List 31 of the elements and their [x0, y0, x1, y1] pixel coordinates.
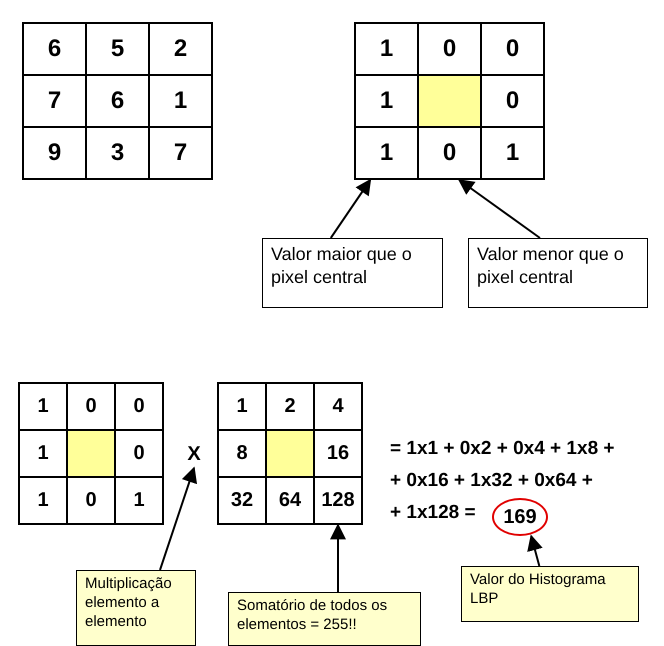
grid-cell: 2	[148, 22, 213, 76]
grid-cell: 1	[354, 22, 419, 76]
leader-arrow	[330, 523, 346, 592]
grid-cell: 1	[480, 126, 545, 180]
callout-box: Valor do Histograma LBP	[461, 566, 639, 622]
grid-cell: 9	[22, 126, 87, 180]
grid-cell: 1	[18, 382, 68, 431]
multiply-sign: X	[182, 440, 206, 468]
result-value: 169	[492, 498, 548, 536]
equation-text: + 1x128 =	[390, 502, 476, 524]
grid-cell: 4	[313, 382, 363, 431]
grid-cell: 32	[217, 476, 267, 525]
callout-box: Multiplicação elemento a elemento	[76, 570, 196, 646]
equation-text: + 0x16 + 1x32 + 0x64 +	[390, 470, 593, 492]
grid-cell: 7	[148, 126, 213, 180]
callout-box: Valor menor que o pixel central	[468, 238, 648, 308]
leader-arrow	[458, 179, 541, 239]
grid-cell: 1	[114, 476, 164, 525]
callout-box: Somatório de todos os elementos = 255!!	[228, 592, 421, 646]
equation-text: = 1x1 + 0x2 + 0x4 + 1x8 +	[390, 438, 615, 460]
grid-cell: 0	[480, 22, 545, 76]
leader-arrow	[527, 534, 543, 566]
leader-arrow	[159, 466, 198, 570]
grid-cell: 1	[354, 126, 419, 180]
grid-cell: 128	[313, 476, 363, 525]
grid-cell: 0	[114, 382, 164, 431]
grid-cell: 6	[22, 22, 87, 76]
callout-box: Valor maior que o pixel central	[262, 238, 443, 308]
grid-cell: 1	[18, 476, 68, 525]
leader-arrow	[330, 178, 372, 239]
grid-cell: 1	[217, 382, 267, 431]
